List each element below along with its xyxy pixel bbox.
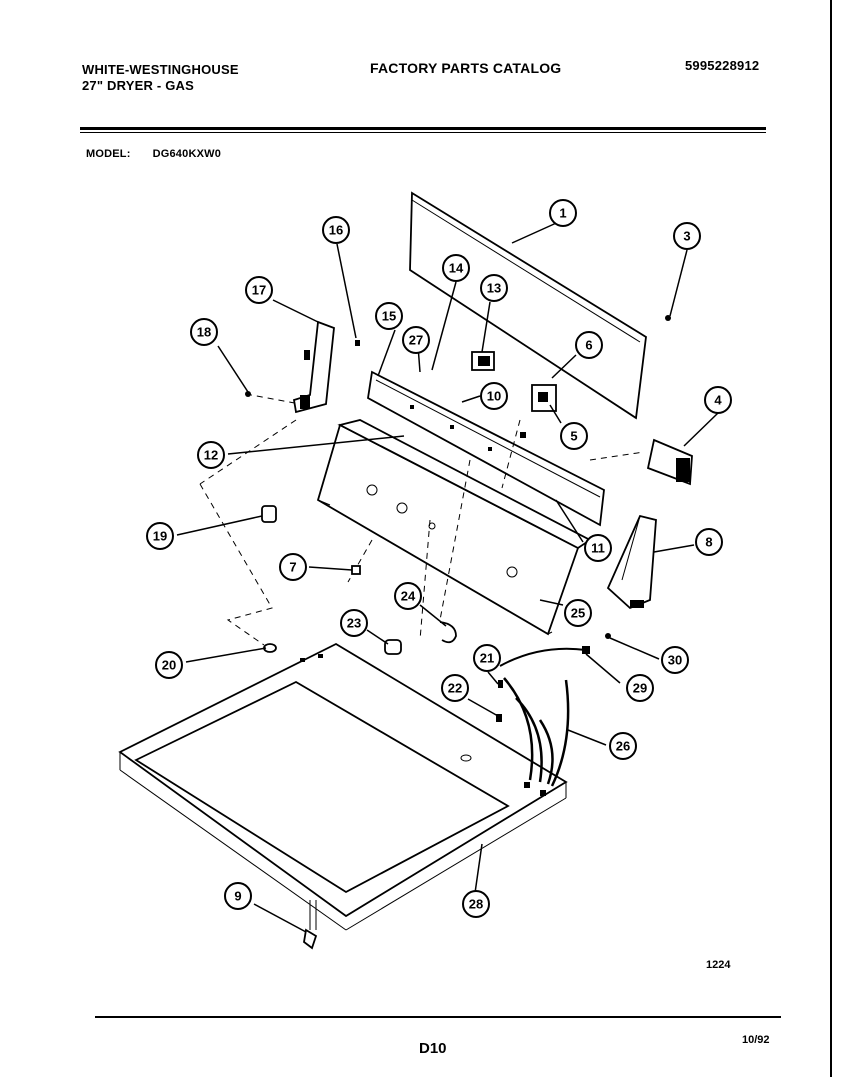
model-number: DG640KXW0 — [152, 148, 222, 160]
rear-console-panel — [409, 191, 647, 420]
drawing-code: 1224 — [706, 959, 731, 971]
manufacturer-name: WHITE-WESTINGHOUSE — [82, 62, 239, 77]
svg-text:17: 17 — [252, 283, 266, 298]
svg-text:21: 21 — [480, 651, 494, 666]
callout-16: 16 — [322, 216, 350, 244]
door-switch-actuator — [384, 639, 402, 655]
svg-text:15: 15 — [382, 309, 396, 324]
page-number: D10 — [419, 1040, 447, 1057]
svg-text:10: 10 — [487, 389, 501, 404]
svg-text:22: 22 — [448, 681, 462, 696]
callout-5: 5 — [560, 422, 588, 450]
header-rule-thin — [80, 132, 766, 133]
callout-10: 10 — [480, 382, 508, 410]
svg-text:6: 6 — [585, 338, 592, 353]
callout-28: 28 — [462, 890, 490, 918]
svg-text:27: 27 — [409, 333, 423, 348]
svg-text:20: 20 — [162, 658, 176, 673]
svg-text:30: 30 — [668, 653, 682, 668]
svg-text:18: 18 — [197, 325, 211, 340]
top-cover-inner — [134, 680, 510, 894]
svg-text:28: 28 — [469, 897, 483, 912]
callout-9: 9 — [224, 882, 252, 910]
push-nut — [351, 565, 361, 575]
svg-text:5: 5 — [570, 429, 577, 444]
callout-13: 13 — [480, 274, 508, 302]
callout-20: 20 — [155, 651, 183, 679]
right-end-cap — [606, 514, 657, 610]
callout-25: 25 — [564, 599, 592, 627]
callout-30: 30 — [661, 646, 689, 674]
svg-text:9: 9 — [234, 889, 241, 904]
svg-text:23: 23 — [347, 616, 361, 631]
callout-27: 27 — [402, 326, 430, 354]
svg-text:7: 7 — [289, 560, 296, 575]
callout-22: 22 — [441, 674, 469, 702]
callout-14: 14 — [442, 254, 470, 282]
svg-text:25: 25 — [571, 606, 585, 621]
callout-19: 19 — [146, 522, 174, 550]
model-line: MODEL: DG640KXW0 — [86, 148, 243, 160]
svg-text:19: 19 — [153, 529, 167, 544]
svg-text:13: 13 — [487, 281, 501, 296]
svg-text:24: 24 — [401, 589, 416, 604]
product-name: 27" DRYER - GAS — [82, 78, 194, 93]
leveling-leg — [303, 928, 318, 950]
svg-text:14: 14 — [449, 261, 464, 276]
callout-8: 8 — [695, 528, 723, 556]
svg-text:11: 11 — [591, 541, 605, 556]
knob — [261, 505, 277, 523]
callout-6: 6 — [575, 331, 603, 359]
callout-17: 17 — [245, 276, 273, 304]
callout-18: 18 — [190, 318, 218, 346]
catalog-part-number: 5995228912 — [685, 58, 760, 73]
callout-21: 21 — [473, 644, 501, 672]
screw-3 — [665, 315, 671, 321]
spring-clip — [439, 621, 457, 644]
svg-text:4: 4 — [714, 393, 722, 408]
catalog-title: FACTORY PARTS CATALOG — [370, 60, 562, 76]
svg-text:29: 29 — [633, 681, 647, 696]
svg-text:8: 8 — [705, 535, 712, 550]
svg-text:26: 26 — [616, 739, 630, 754]
callout-7: 7 — [279, 553, 307, 581]
callout-15: 15 — [375, 302, 403, 330]
callout-23: 23 — [340, 609, 368, 637]
page-frame — [830, 0, 832, 1077]
callout-11: 11 — [584, 534, 612, 562]
callout-29: 29 — [626, 674, 654, 702]
callout-4: 4 — [704, 386, 732, 414]
callout-3: 3 — [673, 222, 701, 250]
model-label: MODEL: — [86, 148, 131, 160]
catalog-date: 10/92 — [742, 1034, 770, 1046]
footer-rule — [95, 1016, 781, 1018]
callout-12: 12 — [197, 441, 225, 469]
header-rule — [80, 127, 766, 130]
svg-text:3: 3 — [683, 229, 690, 244]
svg-text:1: 1 — [559, 206, 566, 221]
callout-1: 1 — [549, 199, 577, 227]
callout-24: 24 — [394, 582, 422, 610]
callout-26: 26 — [609, 732, 637, 760]
svg-text:12: 12 — [204, 448, 218, 463]
control-board — [367, 370, 605, 527]
svg-text:16: 16 — [329, 223, 343, 238]
